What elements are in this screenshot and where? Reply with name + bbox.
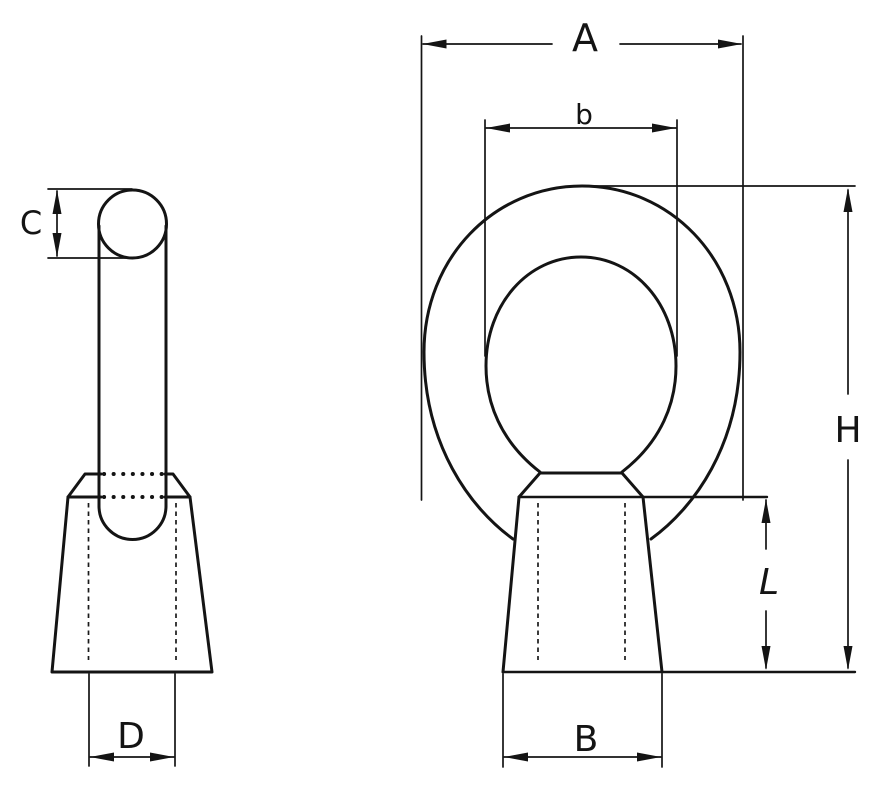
dim-label-c: C (20, 204, 42, 242)
arrowhead-a-left (422, 39, 447, 49)
arrowhead-a-right (718, 39, 742, 49)
arrowhead-l-up (761, 499, 771, 523)
arrowhead-b-right (652, 123, 676, 133)
boss-side-right (641, 495, 664, 674)
side-view: C D (20, 188, 214, 767)
ring-profile-bottom-arc (97, 504, 168, 541)
arrowhead-d-right (150, 752, 174, 762)
boss-side-left (501, 495, 521, 674)
arrowhead-c-down (52, 233, 62, 257)
front-view: A b H L (420, 16, 862, 768)
arrowhead-c-up (52, 190, 62, 214)
dimension-b: b (484, 98, 678, 357)
arrowhead-d-left (90, 752, 114, 762)
dim-label-d: D (117, 716, 145, 757)
neck-chamfer-right (620, 471, 645, 499)
arrowhead-h-up (843, 188, 853, 212)
dimension-H: H (591, 185, 862, 670)
dim-label-b: b (575, 98, 593, 131)
dimension-D: D (88, 673, 176, 767)
neck-chamfer-left (517, 471, 542, 499)
dim-label-a: A (572, 16, 598, 60)
dimension-A: A (420, 16, 744, 501)
eye-ring-outer-profile (422, 184, 742, 541)
eye-ring-section-circle (97, 188, 168, 260)
arrowhead-h-down (843, 646, 853, 670)
dim-label-bb: B (574, 719, 599, 760)
eye-ring-inner-hole (484, 255, 678, 474)
dim-label-l: L (759, 562, 779, 603)
dimension-B: B (502, 673, 663, 768)
arrowhead-bb-left (504, 752, 528, 762)
dim-label-h: H (834, 410, 861, 451)
arrowhead-b-left (486, 123, 510, 133)
base-boss-outline-side (50, 472, 214, 674)
arrowhead-l-down (761, 646, 771, 670)
arrowhead-bb-right (637, 752, 661, 762)
dimension-C: C (20, 188, 138, 259)
dimension-L: L (759, 499, 779, 670)
